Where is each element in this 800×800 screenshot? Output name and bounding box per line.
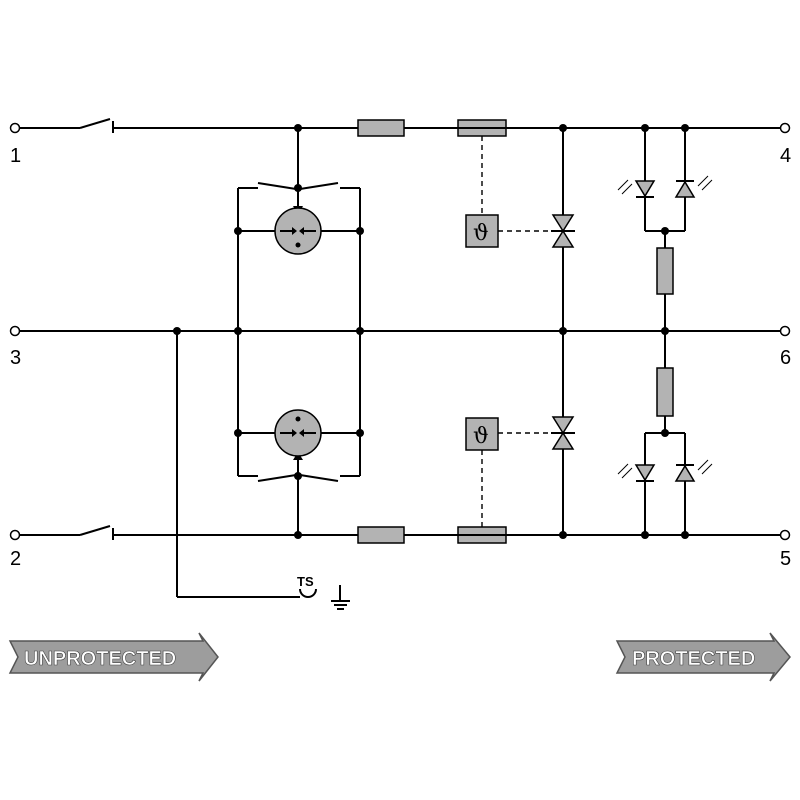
protected-arrow: PROTECTED <box>615 632 791 682</box>
ts-label: TS <box>297 574 314 589</box>
terminal-3-label: 3 <box>10 347 21 369</box>
resistor-bottom-1 <box>357 526 405 544</box>
terminal-6-label: 6 <box>780 347 791 369</box>
resistor-top-1 <box>357 119 405 137</box>
terminal-1-label: 1 <box>10 145 21 167</box>
terminal-4-label: 4 <box>780 145 791 167</box>
led-upper-left <box>634 180 656 198</box>
terminal-2-label: 2 <box>10 548 21 570</box>
terminal-6-circle <box>779 325 791 337</box>
led-lower-left <box>634 464 656 482</box>
terminal-3-circle <box>9 325 21 337</box>
unprotected-label: UNPROTECTED <box>24 648 176 670</box>
unprotected-arrow: UNPROTECTED <box>8 632 219 682</box>
terminal-4-circle <box>779 122 791 134</box>
led-lower-right <box>674 464 696 482</box>
led-resistor-lower <box>656 367 674 417</box>
thermal-symbol-upper: ϑ <box>473 221 489 246</box>
protected-label: PROTECTED <box>632 648 755 670</box>
thermal-symbol-lower: ϑ <box>473 424 489 449</box>
terminal-2-circle <box>9 529 21 541</box>
junction-dots <box>173 124 689 539</box>
led-upper-right <box>674 180 696 198</box>
tvs-diode-lower-b <box>551 431 575 450</box>
thermal-element-lower <box>465 417 499 451</box>
terminal-5-circle <box>779 529 791 541</box>
terminal-1-circle <box>9 122 21 134</box>
ground-connection: TS <box>176 331 350 610</box>
tvs-diode-lower-a <box>551 416 575 435</box>
led-resistor-upper <box>656 247 674 295</box>
terminal-5-label: 5 <box>780 548 791 570</box>
tvs-diode-upper-b <box>551 229 575 248</box>
tvs-diode-upper-a <box>551 214 575 233</box>
